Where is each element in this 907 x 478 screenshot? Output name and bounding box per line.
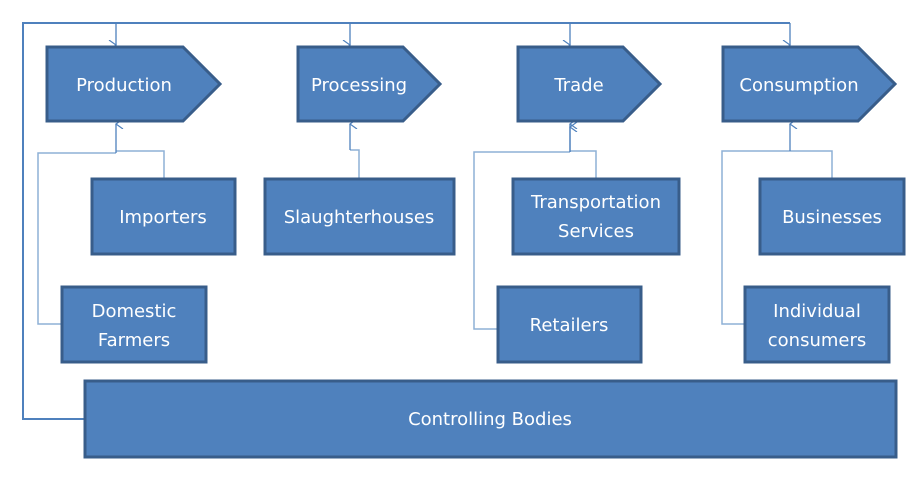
stage-processing-label: Processing: [311, 75, 407, 96]
actor-businesses-label: Businesses: [782, 207, 882, 228]
actor-individual-consumers[interactable]: Individual consumers: [743, 285, 891, 364]
actor-slaughterhouses-label: Slaughterhouses: [284, 207, 435, 228]
actor-importers[interactable]: Importers: [90, 177, 237, 256]
importers-connector: [116, 150, 165, 179]
actor-individual-consumers-label-line1: Individual: [773, 301, 861, 322]
actor-domestic-farmers-label-line1: Domestic: [92, 301, 177, 322]
stage-trade[interactable]: Trade: [516, 45, 663, 123]
actor-individual-consumers-label-line2: consumers: [768, 330, 867, 351]
domestic-farmers-connector: [37, 152, 116, 325]
actor-importers-label: Importers: [119, 207, 207, 228]
actor-retailers[interactable]: Retailers: [496, 285, 643, 364]
stage-consumption[interactable]: Consumption: [721, 45, 898, 123]
slaughterhouses-connector: [350, 149, 360, 179]
stage-production-label: Production: [76, 75, 172, 96]
retailers-connector: [473, 151, 570, 330]
businesses-connector: [790, 150, 833, 179]
stage-processing[interactable]: Processing: [296, 45, 443, 123]
stage-production[interactable]: Production: [45, 45, 223, 123]
controlling-bodies-feedback-connector: [22, 22, 790, 420]
stage-consumption-label: Consumption: [739, 75, 858, 96]
actor-retailers-label: Retailers: [530, 315, 609, 336]
controlling-bodies-box[interactable]: Controlling Bodies: [83, 379, 898, 459]
controlling-bodies-label: Controlling Bodies: [408, 409, 572, 430]
actor-slaughterhouses[interactable]: Slaughterhouses: [263, 177, 456, 256]
individual-consumers-connector: [721, 150, 790, 325]
actor-transportation-services-label-line1: Transportation: [530, 192, 661, 213]
actor-transportation-services-label-line2: Services: [558, 221, 634, 242]
actor-domestic-farmers[interactable]: Domestic Farmers: [60, 285, 208, 364]
stage-trade-label: Trade: [553, 75, 603, 96]
actor-transportation-services[interactable]: Transportation Services: [511, 177, 681, 256]
transportation-connector: [570, 150, 597, 179]
actor-businesses[interactable]: Businesses: [758, 177, 906, 256]
actor-domestic-farmers-label-line2: Farmers: [98, 330, 170, 351]
